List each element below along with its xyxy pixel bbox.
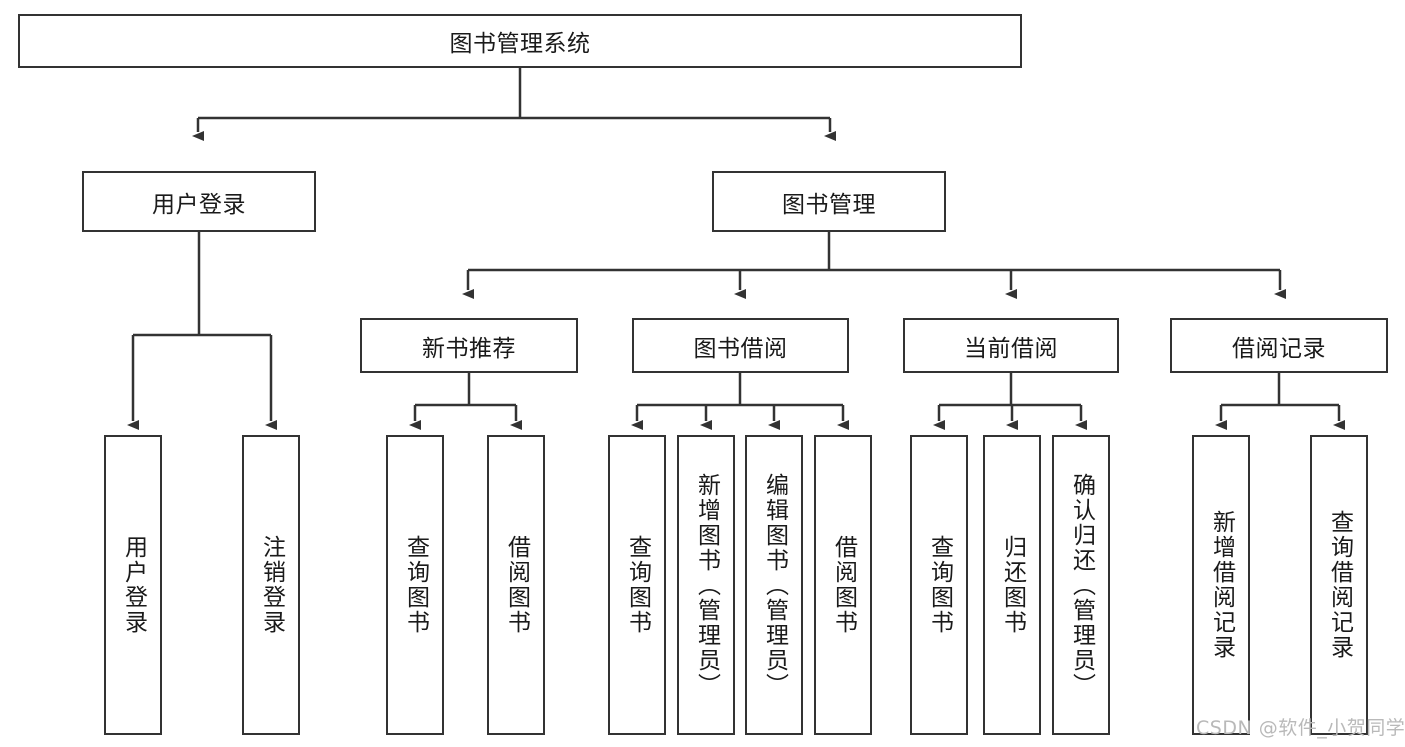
node-user-login-label: 用户登录 [152,191,246,218]
csdn-watermark: CSDN @软件_小贺同学 [1196,717,1405,739]
node-leaf-return-book[interactable]: 归还图书 [983,435,1041,735]
node-leaf-query-book-1-label: 查询图书 [402,535,429,635]
node-leaf-user-login[interactable]: 用户登录 [104,435,162,735]
node-new-book-rec-label: 新书推荐 [422,335,516,362]
node-leaf-edit-book[interactable]: 编辑图书（管理员） [745,435,803,735]
node-borrow-record-label: 借阅记录 [1232,335,1326,362]
node-borrow-record[interactable]: 借阅记录 [1170,318,1388,373]
node-user-login[interactable]: 用户登录 [82,171,316,232]
node-leaf-borrow-book-1[interactable]: 借阅图书 [487,435,545,735]
node-leaf-borrow-book-1-label: 借阅图书 [503,535,530,635]
node-root[interactable]: 图书管理系统 [18,14,1022,68]
node-leaf-add-record-label: 新增借阅记录 [1208,510,1235,660]
node-book-borrow[interactable]: 图书借阅 [632,318,849,373]
node-leaf-query-book-1[interactable]: 查询图书 [386,435,444,735]
node-leaf-borrow-book-2[interactable]: 借阅图书 [814,435,872,735]
node-book-manage[interactable]: 图书管理 [712,171,946,232]
node-leaf-confirm-return-label: 确认归还（管理员） [1068,472,1095,698]
node-current-borrow[interactable]: 当前借阅 [903,318,1119,373]
node-leaf-query-record[interactable]: 查询借阅记录 [1310,435,1368,735]
node-leaf-query-book-2-label: 查询图书 [624,535,651,635]
node-current-borrow-label: 当前借阅 [964,335,1058,362]
node-leaf-logout-label: 注销登录 [258,535,285,635]
node-leaf-query-book-3[interactable]: 查询图书 [910,435,968,735]
node-leaf-add-record[interactable]: 新增借阅记录 [1192,435,1250,735]
node-leaf-edit-book-label: 编辑图书（管理员） [761,472,788,698]
node-leaf-query-book-2[interactable]: 查询图书 [608,435,666,735]
node-leaf-confirm-return[interactable]: 确认归还（管理员） [1052,435,1110,735]
node-root-label: 图书管理系统 [449,31,591,57]
node-book-manage-label: 图书管理 [782,191,876,218]
node-leaf-logout[interactable]: 注销登录 [242,435,300,735]
node-leaf-return-book-label: 归还图书 [999,535,1026,635]
node-leaf-user-login-label: 用户登录 [120,535,147,635]
node-leaf-add-book-label: 新增图书（管理员） [693,472,720,698]
node-leaf-query-book-3-label: 查询图书 [926,535,953,635]
node-new-book-rec[interactable]: 新书推荐 [360,318,578,373]
node-book-borrow-label: 图书借阅 [693,335,788,362]
node-leaf-add-book[interactable]: 新增图书（管理员） [677,435,735,735]
node-leaf-query-record-label: 查询借阅记录 [1326,510,1353,660]
node-leaf-borrow-book-2-label: 借阅图书 [830,535,857,635]
